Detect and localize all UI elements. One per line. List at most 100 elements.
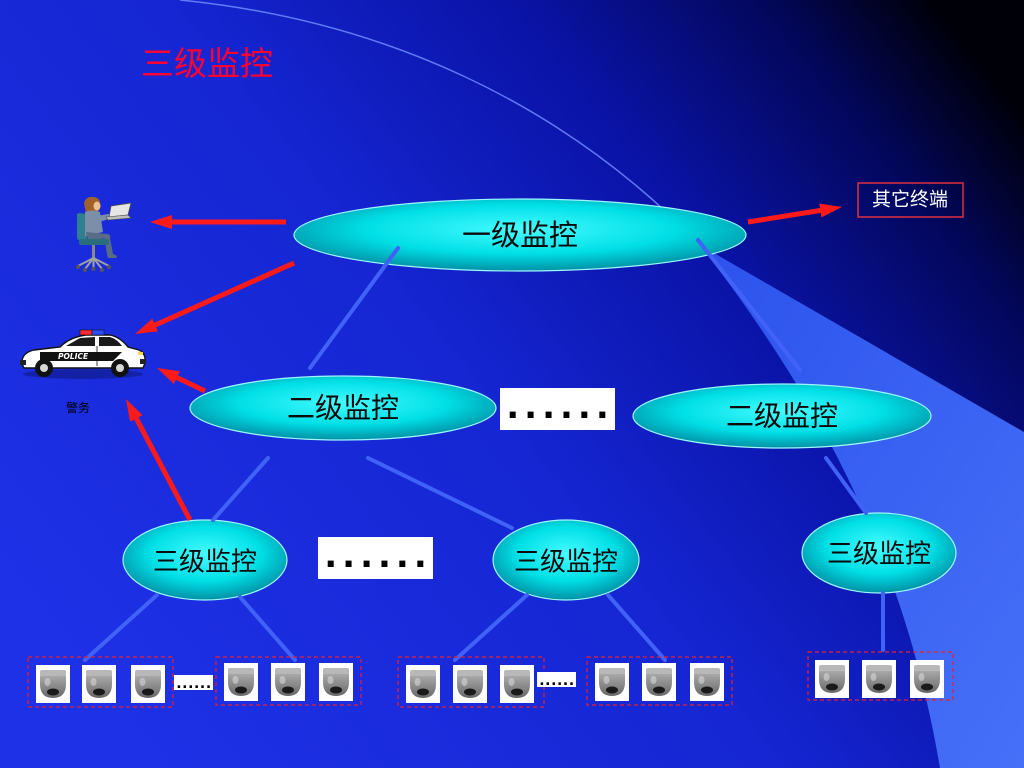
level2-node-right: 二级监控 xyxy=(632,383,932,449)
camera-group-1 xyxy=(27,656,174,708)
level3-node-left: 三级监控 xyxy=(122,519,288,601)
person-thighs xyxy=(86,232,111,240)
background-arc xyxy=(179,0,701,246)
chair-back xyxy=(76,213,87,240)
car-window-rear xyxy=(99,337,122,346)
chair-wheel xyxy=(91,267,96,271)
ellipsis-box-cameras-left: ...... xyxy=(174,675,213,692)
laptop-base xyxy=(105,214,132,221)
connector-l3-cam-3 xyxy=(453,593,529,662)
level2-label: 二级监控 xyxy=(726,401,838,433)
connector-l1-l2-right xyxy=(696,238,802,372)
dome-camera-icon xyxy=(500,665,534,703)
other-terminal-box xyxy=(857,182,964,218)
police-car-icon: POLICE xyxy=(20,329,146,379)
level2-ellipse xyxy=(632,383,932,449)
car-headlight xyxy=(138,352,143,355)
ellipsis-box-cameras-middle: ...... xyxy=(537,672,576,689)
ellipsis-box-bg xyxy=(174,675,213,690)
chair-base xyxy=(77,257,110,270)
car-bumper-front xyxy=(140,359,146,364)
connector-l2-l3-middle xyxy=(366,456,514,530)
ellipsis-text: ...... xyxy=(506,387,614,427)
other-terminal: 其它终端 xyxy=(857,182,964,218)
dome-camera-icon xyxy=(36,665,70,703)
dome-camera-icon xyxy=(406,665,440,703)
level1-node: 一级监控 xyxy=(293,198,747,272)
slide-title: 三级监控 xyxy=(141,46,273,83)
connector-l2-l3-right xyxy=(824,456,868,515)
dome-camera-icon xyxy=(815,660,849,698)
dome-camera-icon xyxy=(595,663,629,701)
arrow-l1-to-police xyxy=(135,260,296,334)
car-stripe xyxy=(40,352,122,361)
level3-node-right: 三级监控 xyxy=(801,512,957,594)
level2-ellipse xyxy=(189,375,497,441)
arrow-l3-to-police xyxy=(125,398,193,522)
ellipsis-box-bg xyxy=(500,388,615,430)
dome-camera-icon xyxy=(131,665,165,703)
car-hubcap xyxy=(40,364,48,372)
level1-ellipse xyxy=(293,198,747,272)
ellipsis-text: ...... xyxy=(176,676,212,692)
dome-camera-icon xyxy=(910,660,944,698)
level1-label: 一级监控 xyxy=(462,219,578,252)
chair-pole xyxy=(92,245,95,258)
police-label: 警务 xyxy=(66,400,90,415)
camera-group-border xyxy=(27,656,174,708)
dome-camera-icon xyxy=(862,660,896,698)
level2-node-left: 二级监控 xyxy=(189,375,497,441)
car-hubcap xyxy=(116,364,124,372)
camera-group-border xyxy=(215,656,362,706)
level3-label: 三级监控 xyxy=(514,548,618,577)
camera-group-4 xyxy=(586,656,733,706)
level2-label: 二级监控 xyxy=(287,393,399,425)
arrow-to-other-terminal xyxy=(747,203,843,225)
chair-wheel xyxy=(76,265,80,269)
level3-node-middle: 三级监控 xyxy=(492,519,640,601)
level3-ellipse xyxy=(801,512,957,594)
ellipsis-box-level2: ...... xyxy=(500,387,615,430)
ellipsis-text: ...... xyxy=(539,673,575,689)
red-arrows xyxy=(125,203,843,522)
car-light-red xyxy=(79,329,93,336)
level3-ellipse xyxy=(122,519,288,601)
car-police-text: POLICE xyxy=(58,352,89,361)
dome-camera-icon xyxy=(319,663,353,701)
level3-label: 三级监控 xyxy=(827,540,931,569)
level3-ellipse xyxy=(492,519,640,601)
ellipsis-box-bg xyxy=(318,537,433,579)
dome-camera-icon xyxy=(642,663,676,701)
connector-lines xyxy=(83,238,885,662)
ellipsis-box-level3: ...... xyxy=(318,536,433,579)
car-bumper-rear xyxy=(20,360,26,365)
connector-l3-cam-2 xyxy=(238,595,297,662)
chair-seat xyxy=(79,239,109,245)
camera-group-2 xyxy=(215,656,362,706)
camera-group-5 xyxy=(807,651,954,701)
camera-group-border xyxy=(807,651,954,701)
chair-wheel xyxy=(100,268,104,272)
dome-camera-icon xyxy=(271,663,305,701)
car-light-blue xyxy=(91,329,105,336)
dome-camera-icon xyxy=(690,663,724,701)
other-terminal-label: 其它终端 xyxy=(872,189,948,211)
connector-l2-l3-left xyxy=(211,456,270,522)
car-window-front xyxy=(66,337,95,346)
connector-l3-cam-1 xyxy=(83,593,159,662)
arrow-l2-to-police xyxy=(156,368,207,394)
chair-wheel xyxy=(107,265,111,269)
person-face xyxy=(93,201,101,211)
camera-group-border xyxy=(586,656,733,706)
person-at-laptop-icon xyxy=(76,196,132,272)
ellipsis-text: ...... xyxy=(324,536,432,576)
dome-camera-icon xyxy=(82,665,116,703)
chair-wheel xyxy=(83,268,87,272)
ellipsis-box-bg xyxy=(537,672,576,687)
dome-camera-icon xyxy=(453,665,487,703)
level3-label: 三级监控 xyxy=(153,548,257,577)
connector-l3-cam-4 xyxy=(606,593,667,662)
dome-camera-icon xyxy=(224,663,258,701)
connector-l1-l2-left xyxy=(308,246,400,370)
